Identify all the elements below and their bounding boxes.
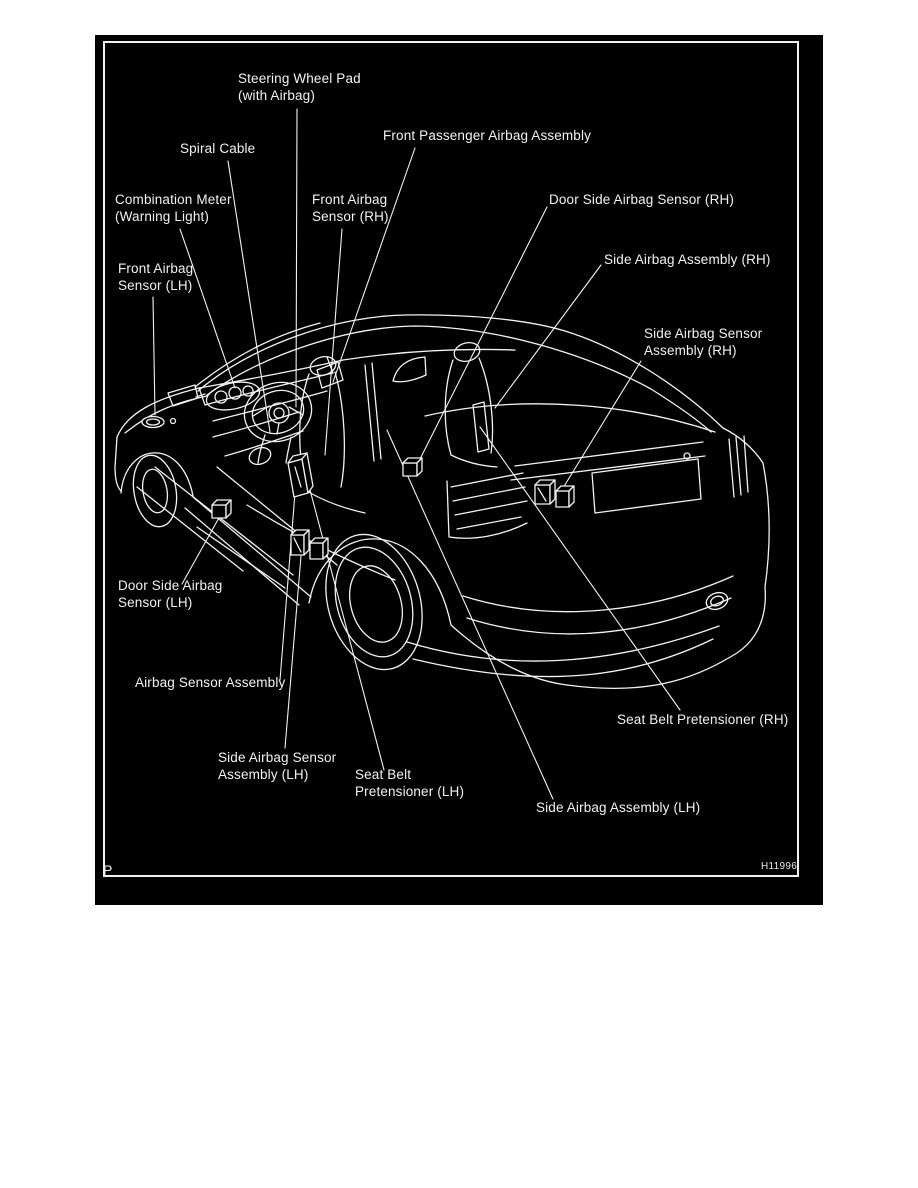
label-seat-belt-pretensioner-rh: Seat Belt Pretensioner (RH) <box>617 712 789 727</box>
steering-wheel <box>243 381 313 443</box>
leader-combination-meter-warning-light <box>179 228 236 389</box>
label-steering-wheel-pad: Steering Wheel Pad(with Airbag) <box>238 71 361 103</box>
label-combination-meter-warning-light: Combination Meter(Warning Light) <box>115 192 232 224</box>
leader-side-airbag-sensor-assembly-rh <box>562 360 642 489</box>
leader-steering-wheel-pad <box>295 108 298 408</box>
leader-front-airbag-sensor-rh <box>324 228 343 456</box>
page-marker: P <box>103 862 113 878</box>
leader-side-airbag-assembly-lh <box>386 429 554 800</box>
label-door-side-airbag-sensor-rh: Door Side Airbag Sensor (RH) <box>549 192 735 207</box>
leader-seat-belt-pretensioner-lh <box>304 470 385 771</box>
side-airbag-sensor-assembly-lh-part <box>290 529 329 560</box>
diagram-panel: Steering Wheel Pad(with Airbag) Spiral Ca… <box>95 35 823 905</box>
door-side-airbag-sensor-rh-part <box>402 457 423 477</box>
front-airbag-sensor-lh-part <box>141 415 165 429</box>
leader-side-airbag-assembly-rh <box>494 264 602 409</box>
car-body-outline <box>114 314 770 690</box>
door-side-airbag-sensor-lh-part <box>211 499 232 519</box>
leader-side-airbag-sensor-assembly-lh <box>284 555 302 749</box>
car-illustration <box>114 108 770 800</box>
leader-front-airbag-sensor-lh <box>152 296 156 416</box>
label-side-airbag-assembly-rh: Side Airbag Assembly (RH) <box>604 252 771 267</box>
leader-door-side-airbag-sensor-lh <box>181 515 221 585</box>
instrument-cluster <box>205 381 261 411</box>
leader-seat-belt-pretensioner-rh <box>479 426 681 711</box>
exhaust-tip <box>705 591 729 611</box>
side-airbag-sensor-assembly-rh-part <box>534 479 575 508</box>
leader-lines <box>152 108 681 800</box>
sensor-components <box>141 415 575 560</box>
car-interior <box>136 342 528 589</box>
seat-belt-pretensioner-rh-part <box>472 401 490 453</box>
leader-spiral-cable <box>227 160 271 433</box>
figure-code: H11996 <box>761 861 798 872</box>
label-side-airbag-assembly-lh: Side Airbag Assembly (LH) <box>536 800 701 815</box>
leader-door-side-airbag-sensor-rh <box>416 206 548 466</box>
label-front-passenger-airbag-assembly: Front Passenger Airbag Assembly <box>383 128 592 143</box>
leader-airbag-sensor-assembly <box>279 492 296 681</box>
license-plate-recess <box>591 458 702 514</box>
label-airbag-sensor-assembly: Airbag Sensor Assembly <box>135 675 286 690</box>
airbag-sensor-assembly-part <box>287 452 314 498</box>
label-spiral-cable: Spiral Cable <box>180 141 256 156</box>
rear-wheel <box>325 533 423 671</box>
leader-front-passenger-airbag-assembly <box>332 147 416 383</box>
